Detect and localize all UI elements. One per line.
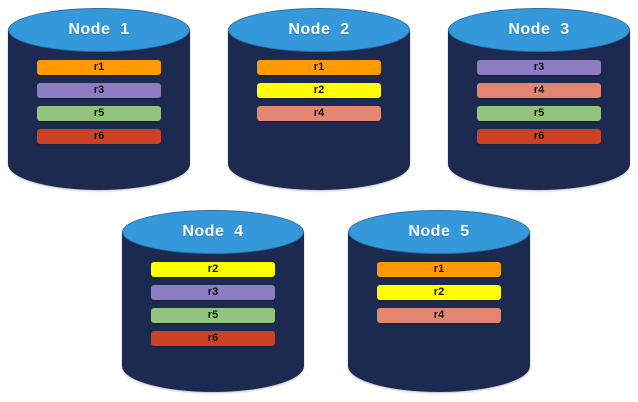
node-cylinder[interactable]: r3 r4 r5 r6 Node 3: [448, 8, 630, 190]
replica-list: r1 r2 r4: [257, 60, 381, 121]
node-title: Node 1: [68, 21, 130, 38]
replica-bar[interactable]: r3: [151, 285, 275, 300]
node-cylinder[interactable]: r1 r2 r4 Node 2: [228, 8, 410, 190]
replica-bar[interactable]: r1: [257, 60, 381, 75]
replica-bar[interactable]: r4: [477, 83, 601, 98]
replica-bar[interactable]: r4: [377, 308, 501, 323]
replica-bar[interactable]: r6: [477, 129, 601, 144]
cylinder-top: Node 5: [348, 210, 530, 254]
replica-list: r3 r4 r5 r6: [477, 60, 601, 144]
node-cylinder[interactable]: r1 r2 r4 Node 5: [348, 210, 530, 392]
replica-list: r2 r3 r5 r6: [151, 262, 275, 346]
replica-list: r1 r2 r4: [377, 262, 501, 323]
node-title: Node 5: [408, 223, 470, 240]
node-cylinder[interactable]: r2 r3 r5 r6 Node 4: [122, 210, 304, 392]
replica-bar[interactable]: r5: [477, 106, 601, 121]
replica-bar[interactable]: r2: [257, 83, 381, 98]
node-cylinder[interactable]: r1 r3 r5 r6 Node 1: [8, 8, 190, 190]
cylinder-top: Node 3: [448, 8, 630, 52]
replica-bar[interactable]: r2: [151, 262, 275, 277]
node-title: Node 2: [288, 21, 350, 38]
replica-bar[interactable]: r5: [151, 308, 275, 323]
node-title: Node 4: [182, 223, 244, 240]
replica-list: r1 r3 r5 r6: [37, 60, 161, 144]
replica-bar[interactable]: r1: [37, 60, 161, 75]
replica-bar[interactable]: r4: [257, 106, 381, 121]
node-title: Node 3: [508, 21, 570, 38]
cylinder-top: Node 2: [228, 8, 410, 52]
replica-bar[interactable]: r5: [37, 106, 161, 121]
replica-bar[interactable]: r2: [377, 285, 501, 300]
replica-bar[interactable]: r3: [477, 60, 601, 75]
replica-bar[interactable]: r1: [377, 262, 501, 277]
replica-bar[interactable]: r6: [151, 331, 275, 346]
cylinder-top: Node 1: [8, 8, 190, 52]
replica-bar[interactable]: r3: [37, 83, 161, 98]
replica-bar[interactable]: r6: [37, 129, 161, 144]
cylinder-top: Node 4: [122, 210, 304, 254]
